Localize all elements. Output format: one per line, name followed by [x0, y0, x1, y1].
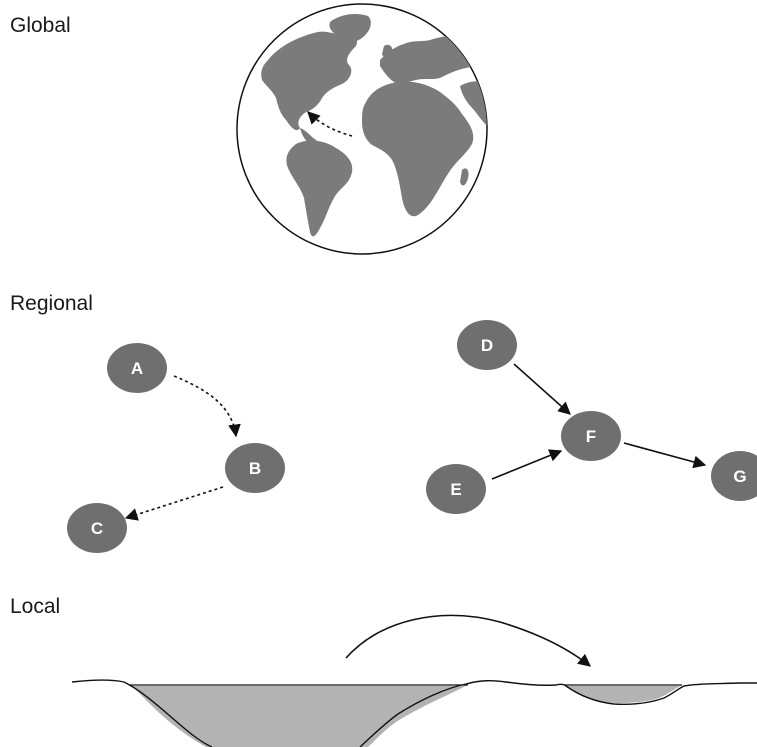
- local-dispersal-arrow: [345, 614, 591, 667]
- node-b-label: B: [249, 459, 261, 478]
- arrow-a-to-b: [173, 375, 241, 438]
- regional-network: A B C D E F G: [67, 320, 757, 553]
- madagascar-landmass: [460, 168, 469, 186]
- section-label-local: Local: [10, 595, 61, 618]
- section-label-regional: Regional: [10, 292, 93, 315]
- arrow-d-to-f: [513, 363, 571, 415]
- node-f: F: [561, 411, 621, 461]
- small-pond: [566, 686, 680, 704]
- node-g-label: G: [733, 467, 746, 486]
- local-landscape: [71, 614, 757, 747]
- node-b: B: [225, 443, 285, 493]
- north-america-landmass: [261, 30, 358, 131]
- arrow-b-to-c: [124, 486, 224, 521]
- node-c-label: C: [91, 519, 103, 538]
- africa-landmass: [362, 81, 474, 217]
- node-f-label: F: [586, 427, 596, 446]
- node-c: C: [67, 503, 127, 553]
- large-pond: [132, 686, 466, 747]
- node-e: E: [426, 464, 486, 514]
- greenland-landmass: [329, 14, 371, 42]
- ground-line: [71, 679, 757, 747]
- node-e-label: E: [450, 480, 461, 499]
- node-a: A: [107, 343, 167, 393]
- node-d: D: [457, 320, 517, 370]
- south-america-landmass: [286, 140, 353, 237]
- arrow-e-to-f: [491, 449, 563, 480]
- node-d-label: D: [481, 336, 493, 355]
- node-a-label: A: [131, 359, 143, 378]
- arrow-f-to-g: [623, 442, 707, 469]
- section-label-global: Global: [10, 14, 71, 37]
- british-isles-landmass: [382, 44, 393, 59]
- node-g: G: [711, 451, 757, 501]
- globe: [236, 3, 488, 255]
